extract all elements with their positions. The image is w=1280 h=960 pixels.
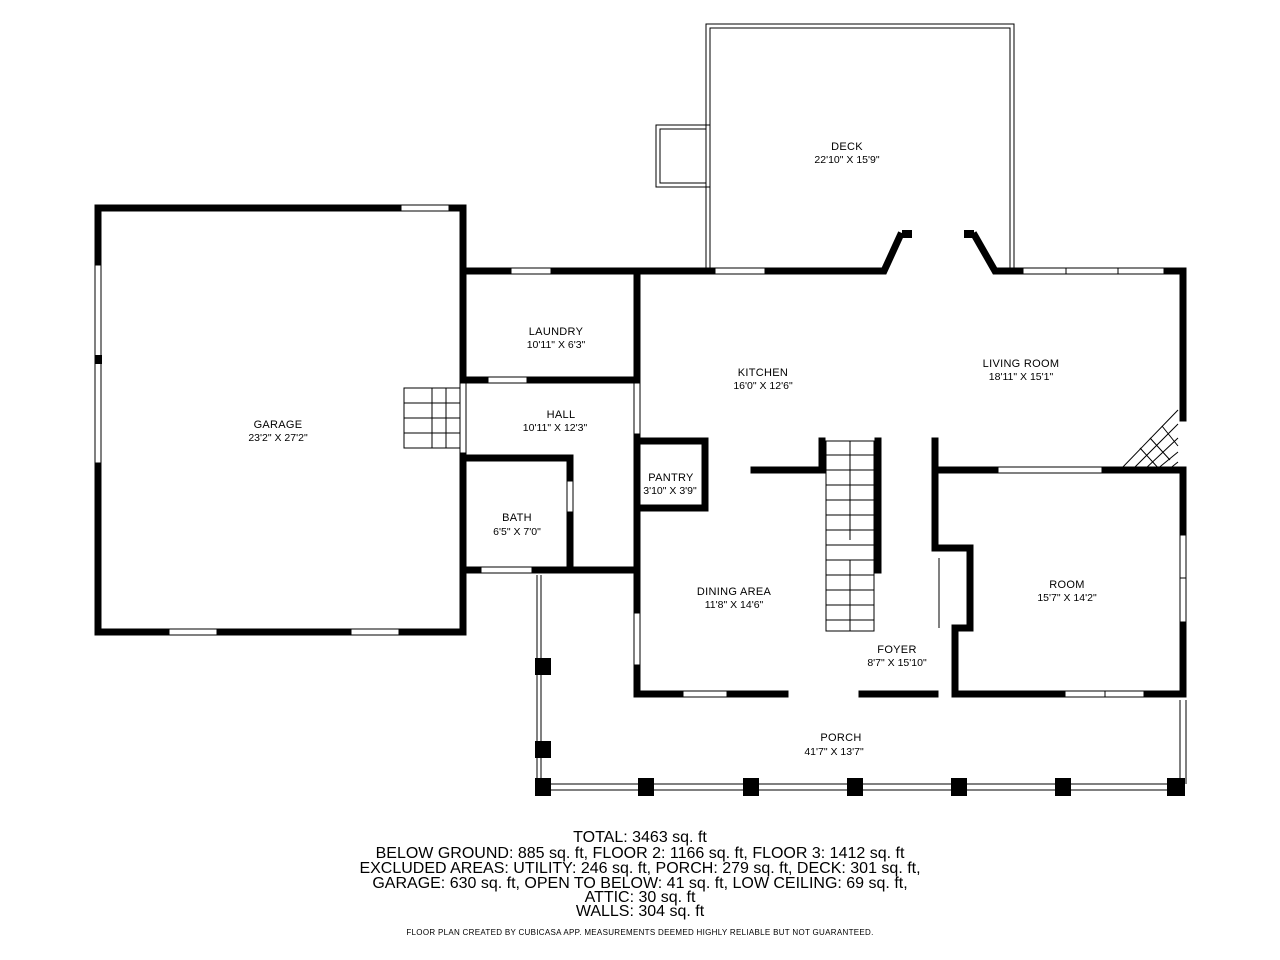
area-breakdown-line-1: BELOW GROUND: 885 sq. ft, FLOOR 2: 1166 … <box>375 845 905 862</box>
garage-steps <box>403 387 461 449</box>
kitchen-dims: 16'0" X 12'6" <box>733 380 793 392</box>
hall-label: HALL <box>547 409 576 421</box>
pantry-dims: 3'10" X 3'9" <box>643 485 697 497</box>
living-room-dims: 18'11" X 15'1" <box>989 371 1054 383</box>
kitchen-label: KITCHEN <box>738 367 788 379</box>
area-breakdown-line-4: ATTIC: 30 sq. ft <box>584 889 696 906</box>
area-breakdown-line-5: WALLS: 304 sq. ft <box>575 903 705 920</box>
room-label: ROOM <box>1049 579 1084 591</box>
garage-post <box>95 355 102 364</box>
staircase <box>825 440 875 632</box>
foyer-label: FOYER <box>877 644 916 656</box>
deck-door-posts <box>902 230 974 238</box>
foyer-dims: 8'7" X 15'10" <box>867 657 927 669</box>
area-breakdown-line-2: EXCLUDED AREAS: UTILITY: 246 sq. ft, POR… <box>359 860 921 877</box>
pantry-label: PANTRY <box>648 472 694 484</box>
disclaimer: FLOOR PLAN CREATED BY CUBICASA APP. MEAS… <box>406 928 874 937</box>
dining-area-dims: 11'8" X 14'6" <box>705 599 764 611</box>
house-windows <box>459 267 1187 698</box>
deck-dims: 22'10" X 15'9" <box>814 154 879 166</box>
living-room-label: LIVING ROOM <box>983 358 1060 370</box>
deck-label: DECK <box>831 141 863 153</box>
porch-dims: 41'7" X 13'7" <box>804 746 864 758</box>
porch-label: PORCH <box>820 732 861 744</box>
garage-label: GARAGE <box>254 419 303 431</box>
fireplace <box>1119 409 1179 471</box>
bath-dims: 6'5" X 7'0" <box>493 526 541 538</box>
porch-columns <box>535 658 1185 796</box>
house-walls <box>459 231 1187 698</box>
dining-area-label: DINING AREA <box>697 586 772 598</box>
laundry-label: LAUNDRY <box>529 326 584 338</box>
deck-outline <box>655 23 1015 270</box>
garage-dims: 23'2" X 27'2" <box>248 432 308 444</box>
total-area: TOTAL: 3463 sq. ft <box>573 829 707 846</box>
bath-label: BATH <box>502 512 532 524</box>
laundry-dims: 10'11" X 6'3" <box>527 339 586 351</box>
area-breakdown-line-3: GARAGE: 630 sq. ft, OPEN TO BELOW: 41 sq… <box>372 875 908 892</box>
hall-dims: 10'11" X 12'3" <box>523 422 588 434</box>
room-dims: 15'7" X 14'2" <box>1037 592 1097 604</box>
